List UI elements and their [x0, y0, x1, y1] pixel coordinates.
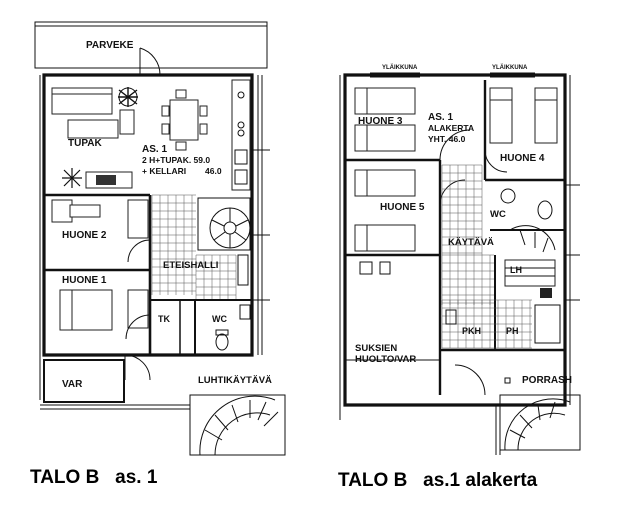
room-label-bedroom2: HUONE 2 — [62, 230, 107, 241]
sauna-bench — [504, 259, 556, 287]
hall-closet — [237, 254, 249, 286]
sauna-stove — [540, 288, 552, 298]
room-label-toilet: WC — [212, 314, 227, 324]
room-label-room5: HUONE 5 — [380, 202, 425, 213]
basement-size: + KELLARI 46.0 — [142, 166, 222, 176]
apartment-walls — [42, 73, 254, 357]
apartment-size: 2 H+TUPAK. 59.0 — [142, 155, 210, 165]
room-label-balcony: PARVEKE — [86, 40, 134, 51]
outdoor-staircase-icon — [499, 394, 581, 451]
toilet-icon — [537, 200, 553, 220]
plant-icon — [118, 87, 138, 107]
balcony-door-swing — [139, 47, 161, 76]
desk — [51, 199, 73, 223]
boiler-icon — [359, 261, 373, 275]
apartment-id: AS. 1 — [428, 112, 453, 123]
room-label-bath: PH — [506, 326, 519, 336]
balcony-outline — [34, 21, 268, 69]
staircase-icon — [509, 225, 556, 251]
entrance-door-swing — [124, 354, 151, 381]
plan-caption: TALO B as.1 alakerta — [338, 470, 538, 491]
room-label-porch: PORRASH — [522, 375, 572, 386]
room-label-hall: ETEISHALLI — [163, 260, 218, 271]
plant-icon — [62, 168, 82, 188]
room-label-storage: VAR — [62, 379, 83, 390]
window-label-left: YLÄIKKUNA — [382, 64, 418, 71]
room-label-room4: HUONE 4 — [500, 153, 545, 164]
washing-machine — [445, 309, 457, 325]
room-label-corridor: KÄYTÄVÄ — [448, 237, 494, 248]
toilet-icon — [215, 333, 229, 351]
wardrobe — [127, 199, 149, 239]
dining-table — [169, 99, 199, 141]
room-label-sauna: LH — [510, 265, 522, 275]
floor-label: ALAKERTA — [428, 123, 474, 133]
apartment-id: AS. 1 — [142, 144, 167, 155]
wardrobe — [127, 289, 149, 329]
armchair — [119, 109, 135, 135]
room-label-dressing: PKH — [462, 326, 481, 336]
kitchen-counter — [231, 79, 251, 191]
shower-area — [534, 304, 561, 344]
tile-floor — [441, 164, 532, 349]
coffee-table — [67, 119, 119, 139]
plan-caption: TALO B as. 1 — [30, 467, 158, 488]
room-label-ski-line2: HUOLTO/VAR — [355, 354, 416, 365]
room-label-toilet: WC — [490, 209, 506, 220]
sink-icon — [500, 188, 516, 204]
room-label-ski-line1: SUKSIEN — [355, 343, 397, 354]
sofa — [51, 91, 113, 115]
room-label-living: TUPAK — [68, 138, 102, 149]
outdoor-staircase-icon — [189, 394, 286, 456]
room-label-closet: TK — [158, 314, 170, 324]
plan-as1-lower: YLÄIKKUNA YLÄIKKUNA HUONE 3 AS. 1 ALAKER… — [338, 64, 581, 491]
sink-icon — [239, 304, 251, 320]
room-label-bedroom1: HUONE 1 — [62, 275, 107, 286]
total-area: YHT. 46.0 — [428, 134, 466, 144]
staircase-icon — [197, 197, 251, 251]
label-gallery: LUHTIKÄYTÄVÄ — [198, 375, 272, 386]
tile-floor — [151, 194, 237, 299]
plan-as1: PARVEKE TUPAK AS. 1 2 H+TUPAK. 59.0 + KE… — [30, 21, 286, 488]
room-label-room3: HUONE 3 — [358, 116, 403, 127]
window-label-right: YLÄIKKUNA — [492, 64, 528, 71]
